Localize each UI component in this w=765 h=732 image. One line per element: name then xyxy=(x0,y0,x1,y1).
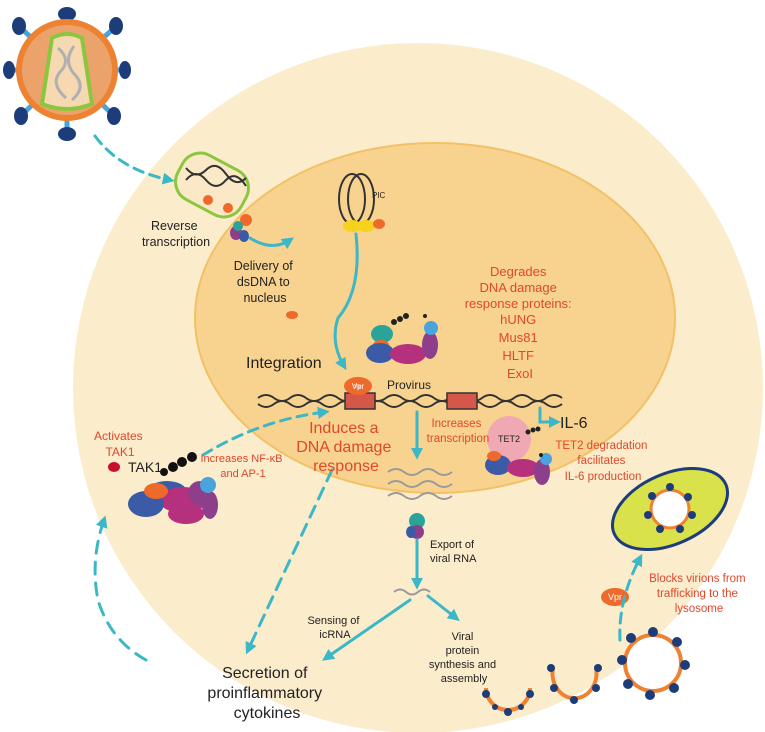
label-activates-tak1: Activates TAK1 xyxy=(94,429,146,459)
degradation-complex xyxy=(366,313,438,364)
label-export: Export of viral RNA xyxy=(430,539,477,565)
label-tet2: TET2 xyxy=(498,434,520,444)
arrow-feedback xyxy=(93,515,148,662)
label-tak1: TAK1 xyxy=(128,459,162,475)
label-vpr-lysosome: Vpr xyxy=(608,592,622,602)
label-secretion: Secretion of proinflammatory cytokines xyxy=(207,665,326,722)
label-increases-transcription: Increases transcription xyxy=(427,418,490,445)
lysosome xyxy=(610,467,730,551)
arrows xyxy=(93,134,643,662)
arrow-delivery xyxy=(248,236,294,249)
budding-virion-1 xyxy=(482,687,534,716)
label-degrades: Degrades DNA damage response proteins: h… xyxy=(465,264,576,381)
arrow-lysosome xyxy=(618,553,643,642)
label-vpr-provirus: Vpr xyxy=(352,382,365,391)
arrow-viral-protein xyxy=(426,594,460,621)
label-sensing: Sensing of icRNA xyxy=(307,615,362,641)
tak1-complex xyxy=(108,452,218,524)
host-dna xyxy=(257,392,563,410)
arrow-pic-integration xyxy=(333,232,359,371)
vpr-dot xyxy=(286,311,298,319)
label-tet2-degradation: TET2 degradation facilitates IL-6 produc… xyxy=(555,440,650,483)
arrow-entry xyxy=(93,134,175,185)
export-complex xyxy=(406,513,425,539)
reverse-transcription-complex xyxy=(174,151,252,242)
viral-rna-transcripts xyxy=(387,468,453,596)
label-provirus: Provirus xyxy=(387,378,431,392)
label-pic: PIC xyxy=(372,191,386,200)
vpr-provirus xyxy=(344,377,372,395)
arrow-il6 xyxy=(538,406,561,428)
label-nfkb: Increases NF-κB and AP-1 xyxy=(201,453,286,480)
tet2-complex xyxy=(485,416,552,485)
nucleus xyxy=(194,142,676,494)
released-virion xyxy=(617,627,690,700)
arrow-sensing xyxy=(322,598,412,661)
label-viral-protein: Viral protein synthesis and assembly xyxy=(429,631,499,685)
label-reverse-transcription: Reverse transcription xyxy=(142,219,210,249)
incoming-virion xyxy=(3,7,131,141)
pic-complex xyxy=(338,173,385,232)
budding-virion-2 xyxy=(547,664,602,704)
arrow-induce-secretion xyxy=(245,468,334,655)
label-blocks: Blocks virions from trafficking to the l… xyxy=(649,573,749,615)
label-integration: Integration xyxy=(246,355,322,372)
label-delivery: Delivery of dsDNA to nucleus xyxy=(234,259,297,305)
label-il6: IL-6 xyxy=(560,415,588,432)
label-induces: Induces a DNA damage response xyxy=(296,420,396,475)
vpr-label-small: Vpr xyxy=(354,384,362,390)
